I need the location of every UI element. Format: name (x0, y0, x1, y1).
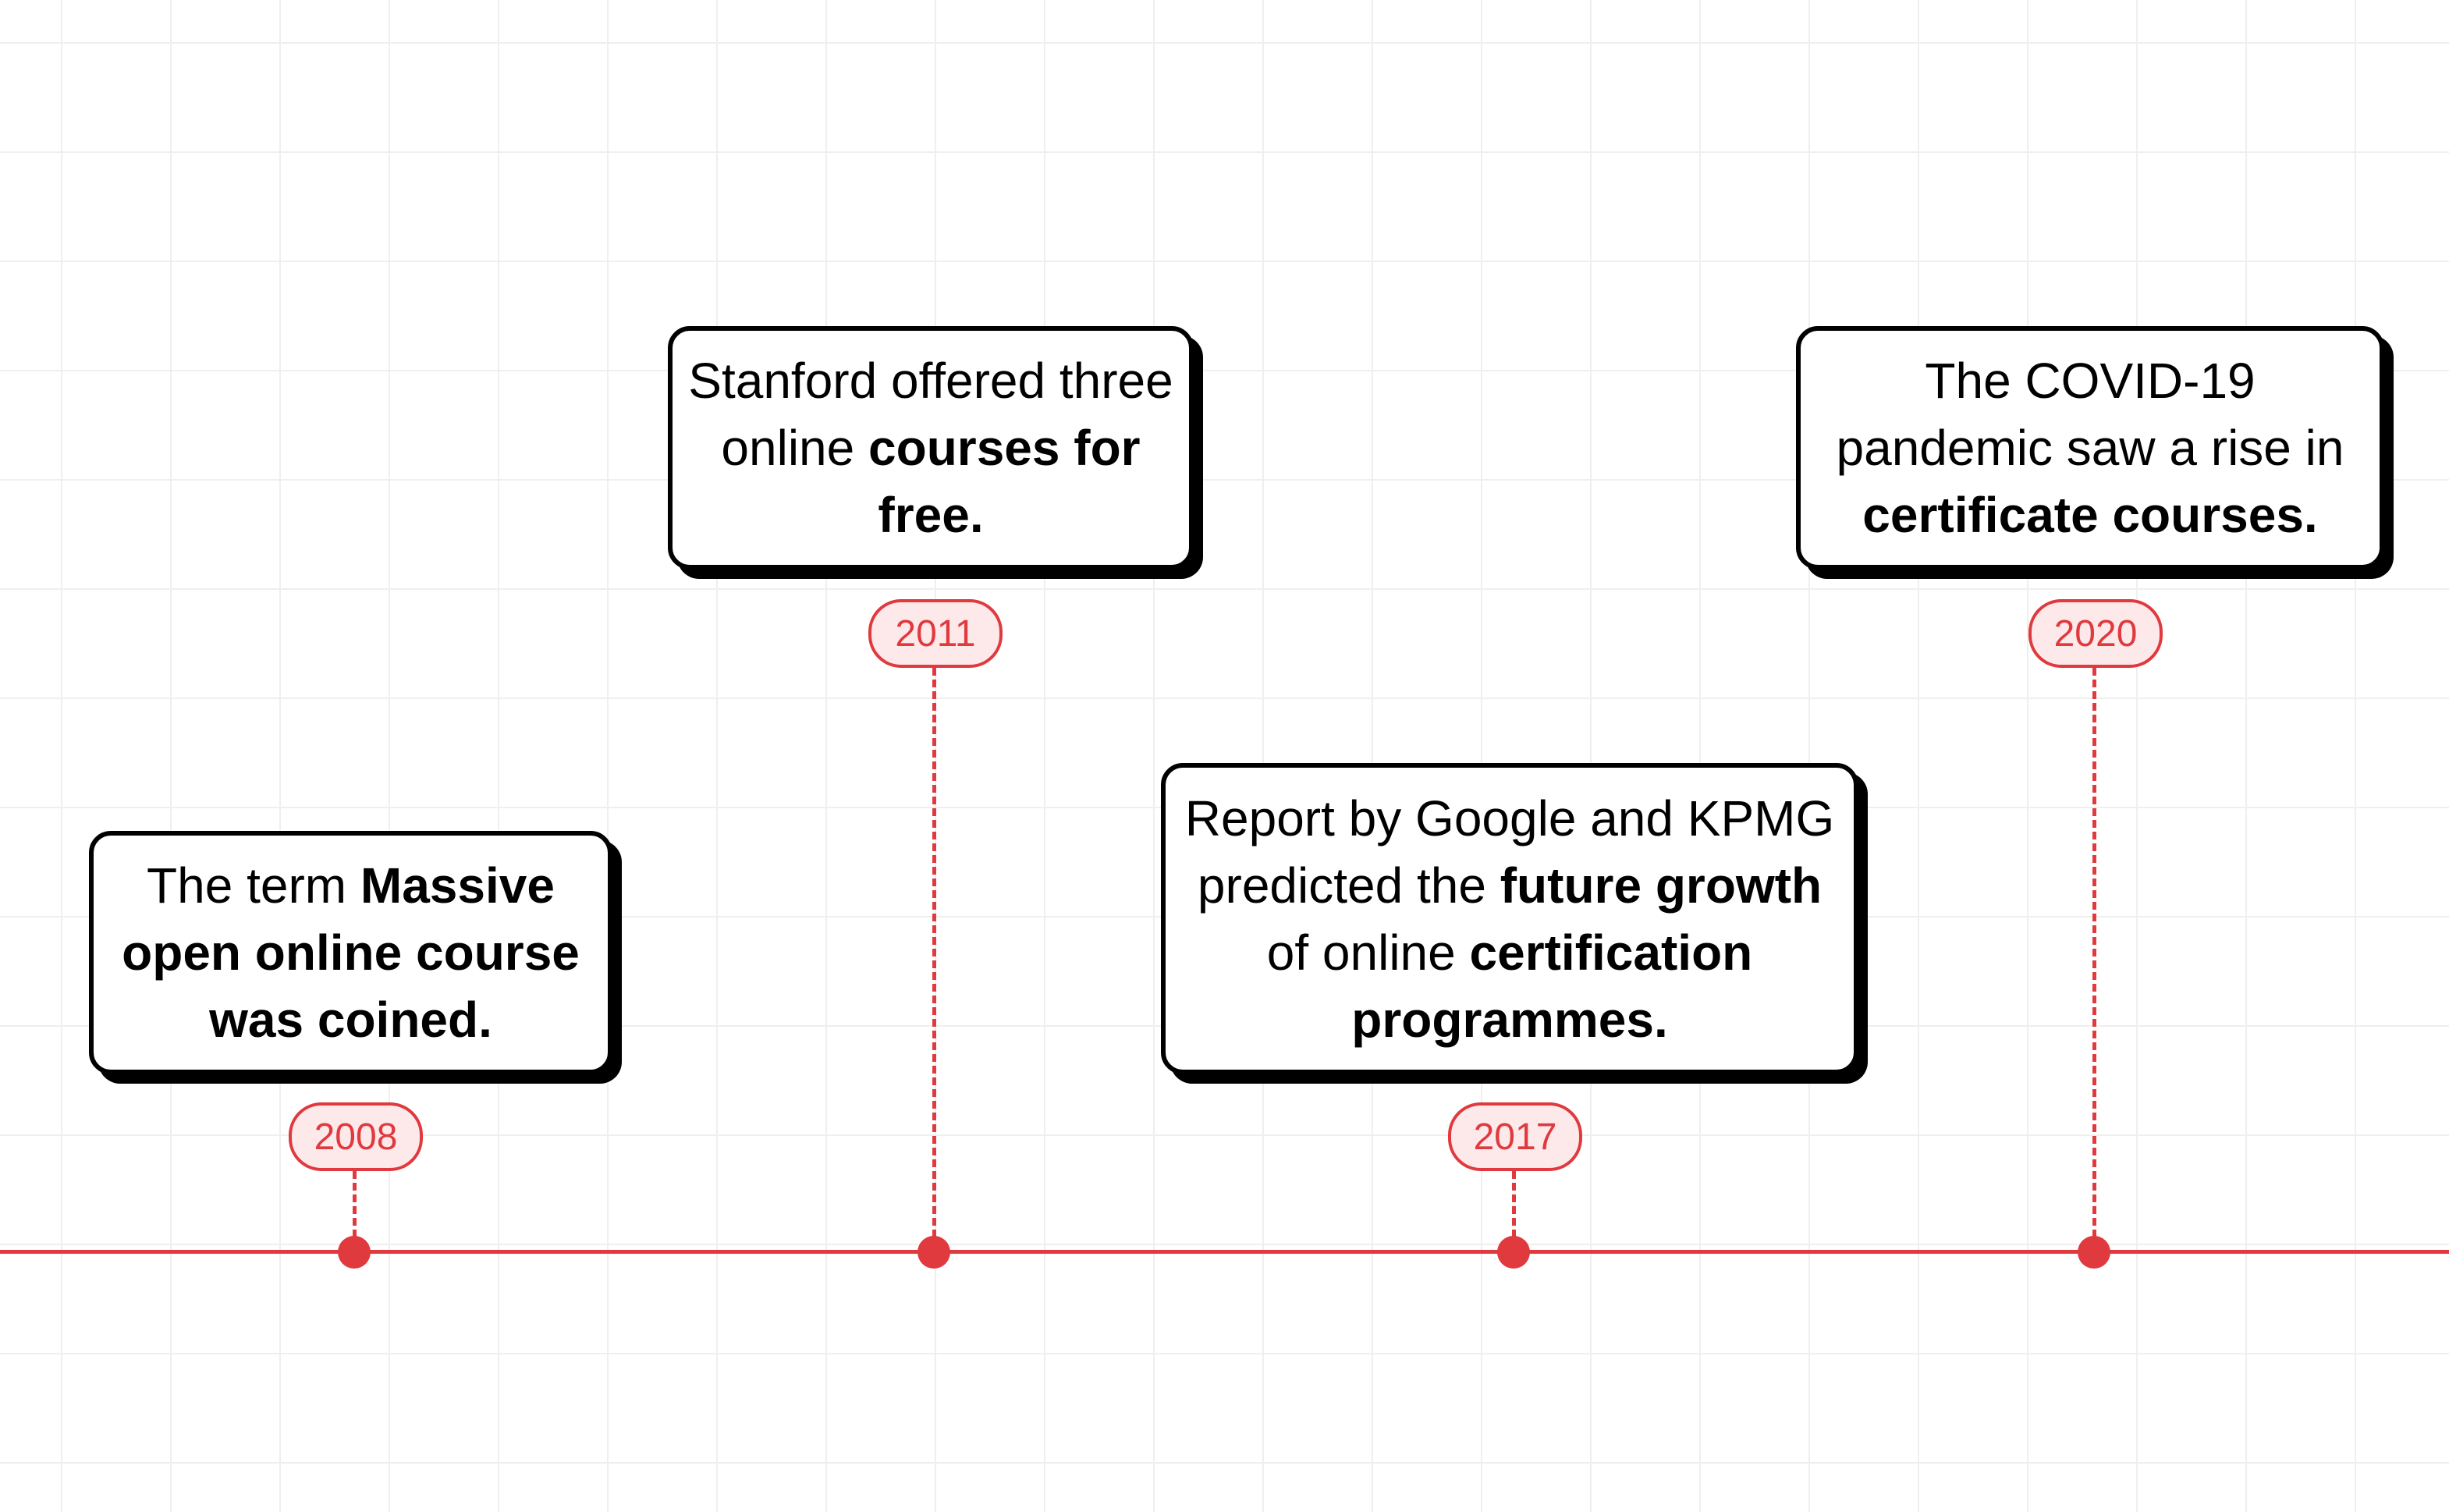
connector-2020 (2092, 668, 2096, 1237)
year-badge-2020: 2020 (2028, 599, 2163, 668)
card-text: of online (1266, 924, 1470, 981)
year-badge-2011: 2011 (868, 599, 1003, 668)
event-card-2011: Stanford offered three online courses fo… (668, 326, 1194, 570)
connector-2017 (1512, 1171, 1516, 1237)
card-text: The COVID-19 pandemic saw a rise in (1836, 353, 2344, 476)
event-card-2017: Report by Google and KPMG predicted the … (1161, 763, 1858, 1074)
connector-2008 (353, 1171, 357, 1237)
card-text: The term (147, 857, 360, 914)
card-text-bold: Massive open online course was coined. (122, 857, 580, 1048)
card-text-bold: certification programmes. (1351, 924, 1753, 1048)
year-badge-2008: 2008 (289, 1102, 423, 1171)
timeline-dot-2017 (1497, 1236, 1530, 1269)
timeline-dot-2020 (2078, 1236, 2110, 1269)
card-text: Stanford offered three online (688, 353, 1173, 476)
timeline-dot-2008 (338, 1236, 371, 1269)
timeline-axis (0, 1250, 2449, 1254)
event-card-2020: The COVID-19 pandemic saw a rise in cert… (1796, 326, 2384, 570)
card-text: Report by Google and KPMG predicted the (1184, 790, 1835, 914)
timeline-dot-2011 (917, 1236, 950, 1269)
card-text-bold: future growth (1500, 857, 1823, 914)
card-text-bold: certificate courses. (1862, 487, 2318, 543)
year-badge-2017: 2017 (1448, 1102, 1582, 1171)
card-text-bold: courses for free. (868, 420, 1141, 543)
connector-2011 (932, 668, 936, 1237)
event-card-2008: The term Massive open online course was … (89, 831, 612, 1074)
